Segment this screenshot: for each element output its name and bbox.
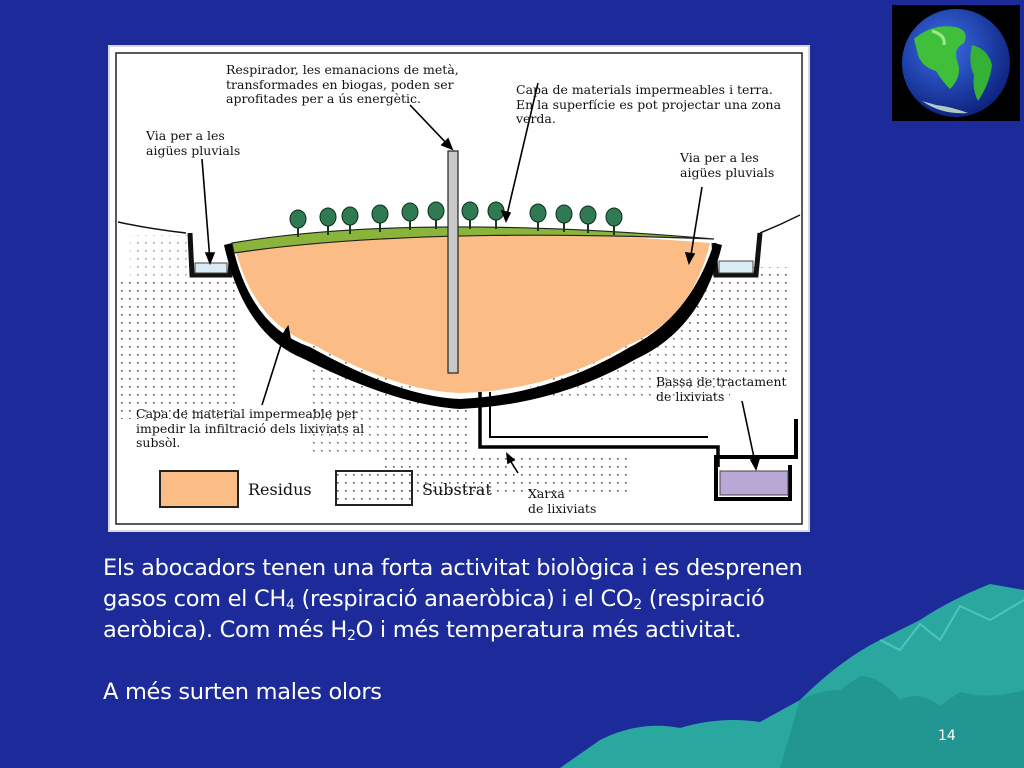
earth-globe-image [892, 5, 1020, 121]
label-capa-superior: Capa de materials impermeables i terra. … [516, 82, 782, 126]
text-line-2: gasos com el CH4 (respiració anaeròbica)… [103, 586, 765, 613]
treatment-basin [714, 419, 798, 501]
tree [579, 205, 597, 233]
legend-substrat-swatch [335, 470, 413, 506]
tree [371, 204, 389, 232]
tree [319, 207, 337, 235]
ground-line-right [759, 214, 801, 234]
tree [341, 206, 359, 234]
tree [427, 201, 445, 229]
bottom-liner [224, 243, 722, 409]
label-xarxa: Xarxa de lixiviats [528, 486, 597, 516]
page-number: 14 [938, 728, 956, 744]
body-text: Els abocadors tenen una forta activitat … [103, 553, 933, 708]
text-paragraph-2: A més surten males olors [103, 679, 382, 705]
label-via-dreta: Via per a les aigües pluvials [680, 150, 775, 180]
label-via-esquerra: Via per a les aigües pluvials [146, 128, 241, 158]
tree [605, 207, 623, 235]
legend-residus-label: Residus [248, 480, 312, 499]
text-line-3: aeròbica). Com més H2O i més temperatura… [103, 617, 742, 644]
trees [289, 201, 623, 237]
green-cover [231, 226, 715, 254]
landfill-diagram: Respirador, les emanacions de metà, tran… [108, 45, 810, 532]
legend-substrat-label: Substrat [422, 480, 492, 499]
waste-body [234, 231, 710, 393]
legend-residus-swatch [159, 470, 239, 508]
label-bassa: Bassa de tractament de lixiviats [656, 374, 787, 404]
leachate-pool [719, 470, 789, 496]
tree [289, 209, 307, 237]
tree [555, 204, 573, 232]
tree [487, 201, 505, 229]
respirator-pipe [447, 150, 459, 374]
arrows [201, 82, 761, 474]
text-line-1: Els abocadors tenen una forta activitat … [103, 555, 803, 581]
label-respirador: Respirador, les emanacions de metà, tran… [226, 62, 459, 106]
tree [529, 203, 547, 231]
tree [461, 201, 479, 229]
tree [401, 202, 419, 230]
label-capa-inferior: Capa de material impermeable per impedir… [136, 406, 365, 450]
inner-border [115, 52, 803, 525]
leachate-pipe-inner [489, 392, 708, 438]
ground-line-left [117, 221, 187, 234]
